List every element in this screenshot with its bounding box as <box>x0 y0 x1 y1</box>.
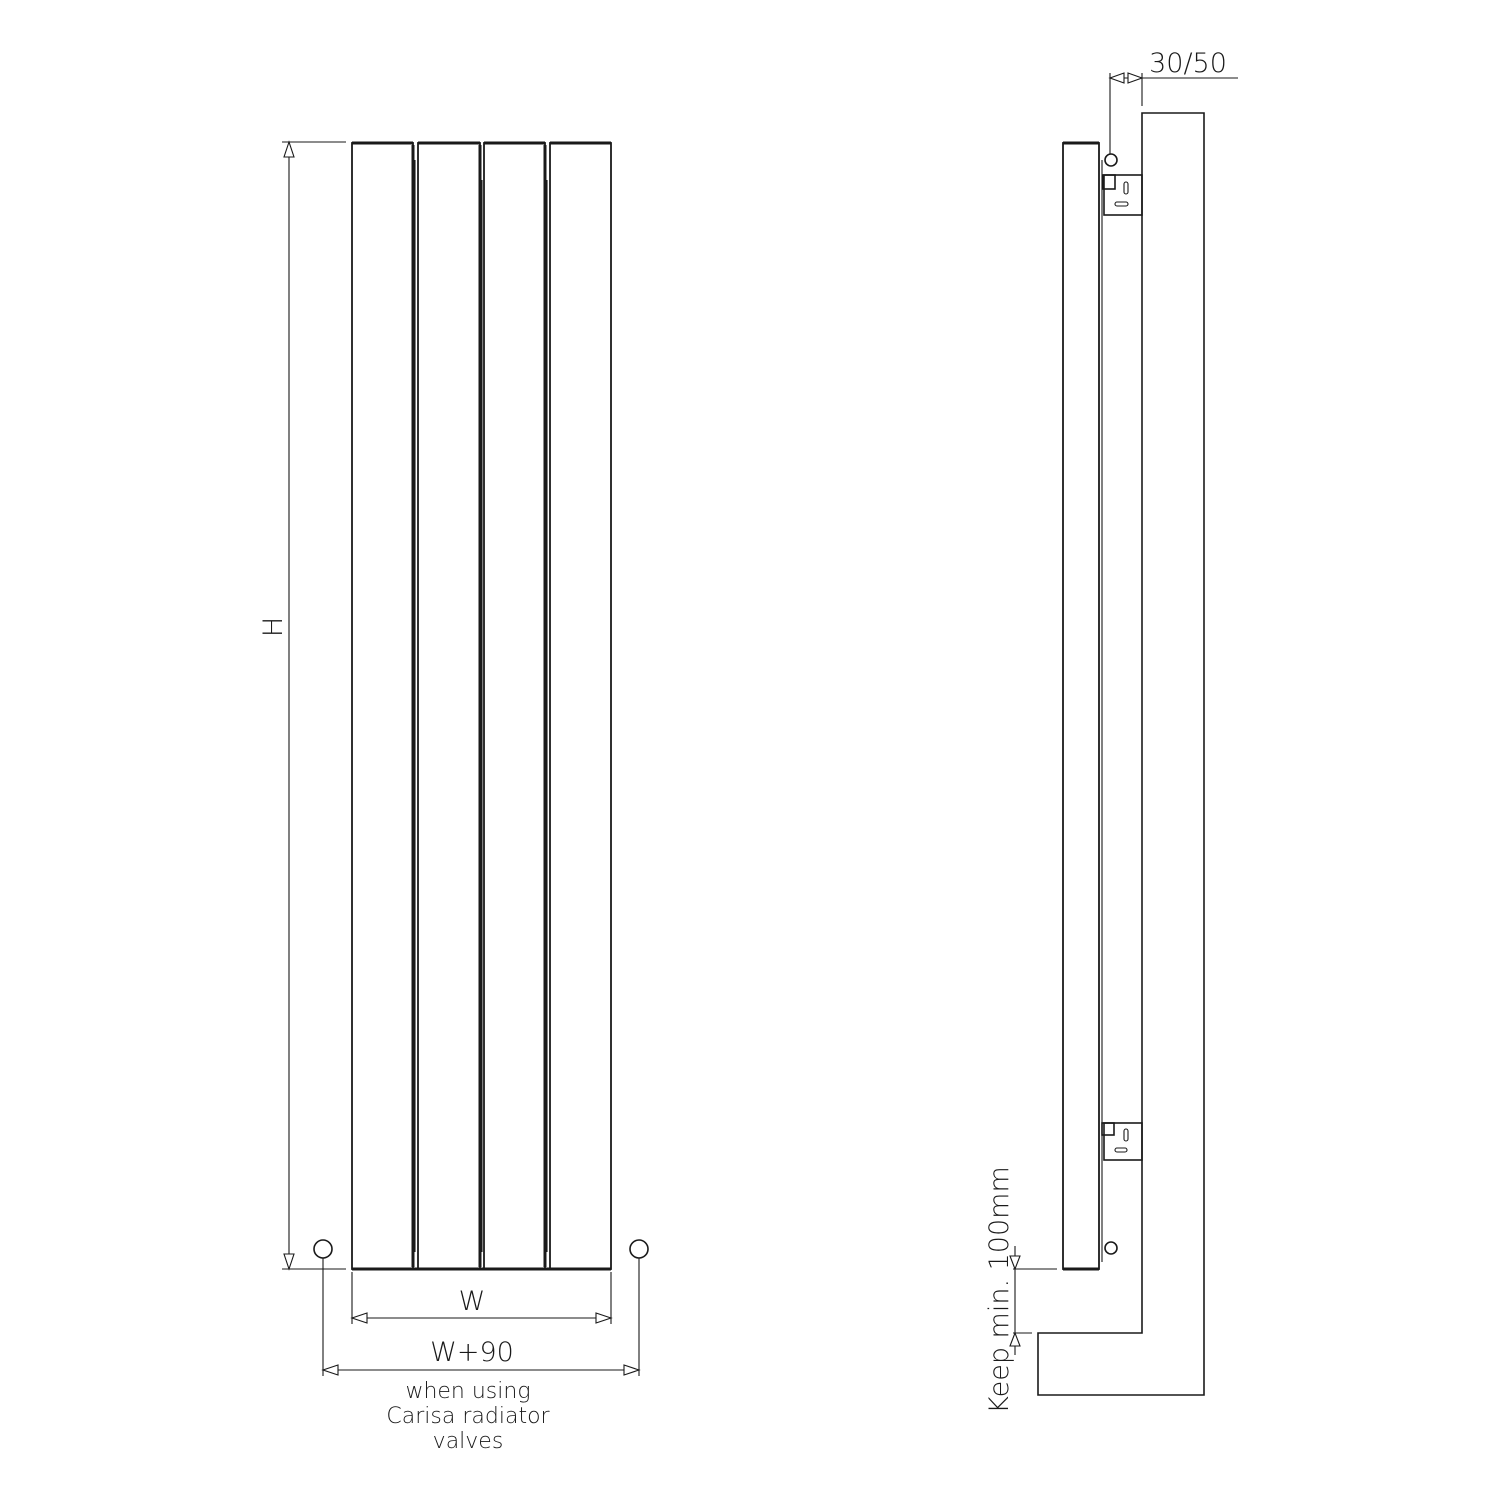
panel-3 <box>483 142 546 1270</box>
note-line-1: when using <box>405 1379 530 1404</box>
height-label: H <box>258 617 289 637</box>
left-valve-icon <box>313 1239 333 1259</box>
bottom-wall-bracket-icon <box>1101 1122 1143 1255</box>
front-view: H W W+90 when using Carisa radiator <box>258 140 649 1454</box>
top-wall-bracket-icon <box>1102 153 1143 216</box>
radiator-panels <box>351 141 612 1271</box>
floor-clearance-dimension: Keep min. 100mm <box>984 1166 1057 1414</box>
radiator-side-profile <box>1062 141 1103 1271</box>
height-dimension: H <box>258 140 346 1271</box>
wall-offset-label: 30/50 <box>1149 48 1227 79</box>
panel-1 <box>351 142 414 1270</box>
wall-and-floor <box>1037 112 1205 1396</box>
width-with-valves-label: W+90 <box>430 1337 514 1368</box>
side-view: 30/50 Keep min. 100mm <box>984 48 1238 1414</box>
width-with-valves-dimension: W+90 <box>321 1258 641 1376</box>
note-line-2: Carisa radiator <box>386 1404 550 1429</box>
panel-4 <box>549 142 612 1270</box>
width-label: W <box>459 1286 486 1317</box>
valve-note: when using Carisa radiator valves <box>386 1379 550 1454</box>
panel-2 <box>417 142 481 1270</box>
right-valve-icon <box>629 1239 649 1259</box>
width-dimension: W <box>350 1272 613 1324</box>
note-line-3: valves <box>433 1429 504 1454</box>
floor-clearance-label: Keep min. 100mm <box>984 1166 1015 1414</box>
wall-offset-dimension: 30/50 <box>1108 48 1238 154</box>
